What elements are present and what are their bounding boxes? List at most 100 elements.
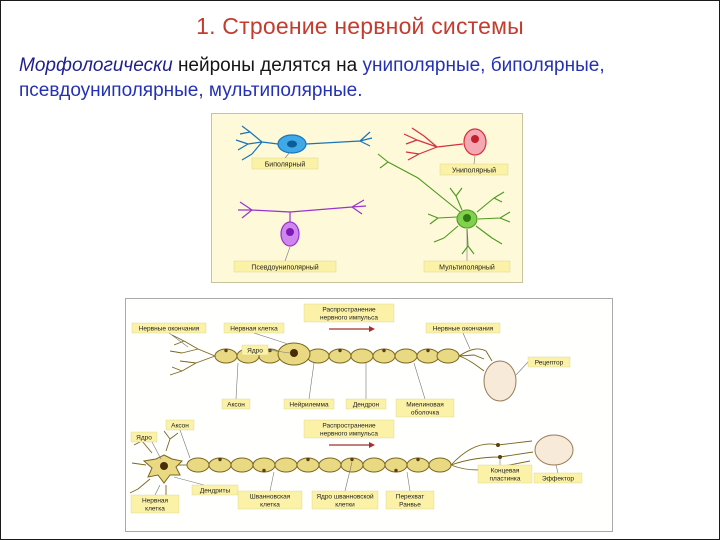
myelin-segment: [274, 457, 298, 473]
label-pseudounipolar-leader: [284, 246, 291, 262]
label-nerve-cell-bottom: Нервная клетка: [130, 484, 180, 514]
label-schwann-cell: Шванновская клетка: [237, 471, 303, 510]
label-myelin: Миелиновая оболочка: [395, 362, 455, 418]
figure-neuron-structure-svg: Распространение нервного импульса Нервны…: [129, 303, 583, 514]
label-axon-bottom-leader: [179, 429, 191, 459]
label-unipolar-leader: [473, 155, 476, 165]
receptor-body: [483, 360, 517, 402]
myelin-chain-bottom: [186, 457, 452, 473]
multipolar-axon: [377, 153, 461, 213]
label-spread-bottom-text2: нервного импульса: [320, 431, 378, 438]
sensory-right-endings: [458, 348, 493, 372]
myelin-segment: [394, 348, 418, 364]
myelin-segment: [318, 457, 342, 473]
label-neurilemma: Нейрилемма: [283, 362, 335, 410]
label-receptor: Рецептор: [515, 356, 571, 376]
label-myelin-leader: [413, 362, 426, 400]
label-end-plate: Концевая пластинка: [477, 459, 533, 484]
effector-body: [534, 434, 574, 466]
label-ranvier-text2: Ранвье: [399, 502, 421, 509]
label-schwann-nucleus-text1: Ядро шванновской: [316, 493, 374, 501]
label-neurilemma-text: Нейрилемма: [289, 401, 329, 409]
motor-nucleus: [160, 462, 168, 470]
impulse-arrowhead-bottom: [369, 442, 375, 448]
multipolar-neuron: [377, 153, 511, 255]
myelin-segment: [436, 348, 460, 364]
label-myelin-text2: оболочка: [411, 409, 440, 417]
label-bipolar-bg: [251, 157, 319, 170]
pseudounipolar-processes: [238, 199, 367, 222]
label-nerve-cell-top: Нервная клетка: [223, 322, 289, 345]
label-axon-top-leader: [235, 362, 239, 400]
schwann-nuclei-dots-bottom: [218, 457, 420, 473]
label-nucleus-bottom-bg: [130, 431, 158, 443]
label-axon-bottom-bg: [165, 419, 195, 431]
end-plate-knob: [496, 443, 500, 447]
label-unipolar-text: Униполярный: [452, 167, 496, 175]
label-bipolar: Биполярный: [251, 151, 319, 170]
label-myelin-bg: [395, 398, 455, 418]
myelin-segment: [306, 348, 330, 364]
label-nerve-cell-top-bg: [223, 322, 285, 334]
label-nerve-endings-left-leader: [168, 332, 189, 348]
schwann-nucleus-dot: [306, 457, 310, 462]
label-ranvier-text1: Перехват: [396, 494, 424, 501]
label-nerve-cell-top-leader: [253, 332, 289, 345]
label-schwann-cell-text2: клетка: [260, 502, 280, 509]
label-nerve-endings-left-text: Нервные окончания: [139, 326, 200, 333]
label-end-plate-text2: пластинка: [490, 476, 521, 483]
label-nerve-endings-right-text: Нервные окончания: [433, 326, 494, 333]
label-spread-top-text2: нервного импульса: [320, 315, 378, 322]
label-spread-bottom-bg: [303, 419, 395, 439]
schwann-nucleus-dot: [416, 457, 420, 462]
label-spread-bottom: Распространение нервного импульса: [303, 419, 395, 448]
label-nerve-cell-top-text: Нервная клетка: [230, 326, 278, 333]
label-nucleus-top-leader: [267, 349, 291, 354]
label-spread-top-bg: [303, 303, 395, 323]
label-schwann-cell-bg: [237, 490, 303, 510]
myelin-segment: [362, 457, 386, 473]
label-bipolar-leader: [284, 151, 291, 159]
label-spread-top-text1: Распространение: [322, 307, 376, 314]
label-multipolar-text: Мультиполярный: [439, 264, 495, 272]
label-nucleus-top-text: Ядро: [247, 348, 263, 355]
label-dendron: Дендрон: [345, 363, 387, 410]
myelin-chain-top: [214, 348, 460, 364]
intro-paragraph: Морфологически нейроны делятся на унипол…: [19, 53, 679, 103]
label-spread-top: Распространение нервного импульса: [303, 303, 395, 332]
label-nerve-endings-right-leader: [462, 332, 471, 350]
label-unipolar-bg: [439, 163, 509, 176]
label-dendrites-bg: [191, 484, 239, 496]
multipolar-nucleus: [463, 214, 471, 222]
label-receptor-bg: [527, 356, 571, 368]
label-schwann-nucleus-text2: клетки: [335, 502, 355, 509]
label-dendron-text: Дендрон: [353, 402, 380, 409]
label-myelin-text1: Миелиновая: [406, 402, 444, 409]
myelin-segment: [186, 457, 210, 473]
label-pseudounipolar-text: Псевдоуниполярный: [251, 264, 318, 272]
label-dendron-bg: [345, 398, 387, 410]
label-schwann-cell-text1: Шванновская: [250, 494, 291, 501]
intro-lead: Морфологически: [19, 55, 173, 76]
label-pseudounipolar: Псевдоуниполярный: [233, 246, 337, 273]
label-ranvier-bg: [385, 490, 435, 510]
label-bipolar-text: Биполярный: [265, 161, 306, 169]
figure-neuron-types: Биполярный Униполярный: [211, 113, 523, 283]
label-neurilemma-bg: [283, 398, 335, 410]
label-axon-top-bg: [221, 398, 251, 410]
pseudounipolar-nucleus: [286, 228, 294, 236]
figure-neuron-structure: Распространение нервного импульса Нервны…: [125, 298, 613, 532]
label-effector-leader: [555, 464, 559, 474]
schwann-nucleus-dot: [224, 348, 228, 353]
label-ranvier: Перехват Ранвье: [385, 471, 435, 510]
bipolar-axon: [305, 131, 373, 147]
end-plate-knob: [498, 455, 502, 459]
label-schwann-nucleus-leader: [344, 461, 353, 492]
label-nerve-cell-bottom-bg: [130, 494, 180, 514]
label-receptor-text: Рецептор: [535, 360, 564, 367]
label-nucleus-top: Ядро: [241, 344, 291, 356]
unipolar-process: [403, 127, 464, 161]
label-end-plate-text1: Концевая: [491, 468, 520, 475]
label-nerve-cell-bottom-text1: Нервная: [142, 498, 169, 505]
label-axon-bottom: Аксон: [165, 419, 195, 459]
